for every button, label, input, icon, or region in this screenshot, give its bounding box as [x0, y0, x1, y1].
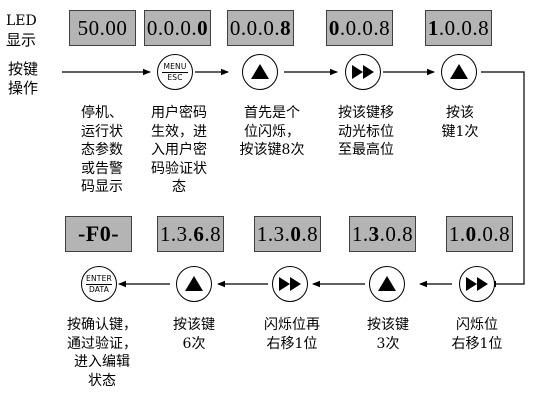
- display-segment: 50.00: [77, 15, 128, 40]
- display-segment: 0.0.0.: [229, 15, 281, 40]
- display-segment: -F0-: [77, 221, 120, 246]
- led-display-10: 1.0.0.8: [446, 216, 513, 252]
- enter-data-key[interactable]: ENTER DATA: [81, 266, 117, 302]
- display-segment: .0.0.8: [438, 15, 490, 40]
- display-segment: 0.0.0.: [146, 15, 198, 40]
- caption-1: 停机、 运行状 态参数 或告警 码显示: [81, 105, 123, 195]
- display-segment: .8: [204, 221, 222, 246]
- shift-key-3[interactable]: [459, 266, 495, 302]
- display-segment: 0: [465, 221, 477, 246]
- display-segment: 8: [280, 15, 292, 40]
- menu-esc-icon: MENU ESC: [162, 61, 188, 82]
- key-operation-label: 按键 操作: [6, 60, 40, 98]
- up-triangle-icon: [251, 64, 269, 79]
- up-triangle-icon: [185, 276, 203, 291]
- data-text: DATA: [88, 284, 110, 294]
- enter-data-icon: ENTER DATA: [86, 273, 112, 294]
- caption-8: 闪烁位再 右移1位: [264, 317, 320, 352]
- shift-key-1[interactable]: [345, 54, 381, 90]
- menu-esc-key[interactable]: MENU ESC: [157, 54, 193, 90]
- led-display-7: 1.3.6.8: [157, 216, 224, 252]
- up-triangle-icon: [378, 276, 396, 291]
- led-display-6: -F0-: [65, 216, 132, 252]
- led-display-3: 0.0.0.8: [227, 10, 294, 46]
- display-segment: .0.8: [476, 221, 511, 246]
- led-display-5: 1.0.0.8: [425, 10, 492, 46]
- up-key-1[interactable]: [242, 54, 278, 90]
- up-key-4[interactable]: [369, 266, 405, 302]
- led-display-2: 0.0.0.0: [144, 10, 211, 46]
- caption-6: 按确认键， 通过验证， 进入编辑 状态: [67, 317, 137, 389]
- led-display-1: 50.00: [69, 10, 136, 46]
- caption-3: 首先是个 位闪烁， 按该键8次: [239, 105, 305, 158]
- caption-4: 按该键移 动光标位 至最高位: [338, 105, 394, 158]
- caption-10: 闪烁位 右移1位: [451, 317, 503, 352]
- display-segment: 3: [368, 221, 380, 246]
- display-segment: .8: [301, 221, 319, 246]
- double-right-arrow-icon: [279, 277, 301, 291]
- caption-9: 按该键 3次: [367, 317, 409, 352]
- display-segment: 6: [193, 221, 205, 246]
- up-key-3[interactable]: [176, 266, 212, 302]
- display-segment: .0.8: [379, 221, 414, 246]
- display-segment: 0: [328, 15, 340, 40]
- caption-7: 按该键 6次: [173, 317, 215, 352]
- display-segment: 1.3.: [159, 221, 194, 246]
- led-display-4: 0.0.0.8: [326, 10, 393, 46]
- caption-5: 按该 键1次: [441, 105, 479, 140]
- led-display-9: 1.3.0.8: [349, 216, 416, 252]
- display-segment: 1.3.: [256, 221, 291, 246]
- led-display-8: 1.3.0.8: [254, 216, 321, 252]
- double-right-arrow-icon: [352, 65, 374, 79]
- led-label-line1: LED: [6, 13, 37, 29]
- key-label-line2: 操作: [7, 79, 38, 97]
- caption-2: 用户密码 生效，进 入用户密 码验证状 态: [151, 105, 207, 195]
- led-display-label: LED 显示: [6, 12, 37, 50]
- display-segment: .0.0.8: [339, 15, 391, 40]
- display-segment: 1.: [448, 221, 466, 246]
- display-segment: 0: [290, 221, 302, 246]
- enter-text: ENTER: [86, 273, 112, 283]
- up-triangle-icon: [450, 64, 468, 79]
- esc-text: ESC: [167, 72, 183, 82]
- display-segment: 1: [427, 15, 439, 40]
- up-key-2[interactable]: [441, 54, 477, 90]
- display-segment: 0: [197, 15, 209, 40]
- display-segment: 1.: [351, 221, 369, 246]
- arrow-wraparound: [481, 71, 525, 288]
- menu-text: MENU: [163, 61, 187, 71]
- key-label-line1: 按键: [7, 60, 38, 78]
- double-right-arrow-icon: [466, 277, 488, 291]
- led-label-line2: 显示: [6, 31, 37, 49]
- shift-key-2[interactable]: [272, 266, 308, 302]
